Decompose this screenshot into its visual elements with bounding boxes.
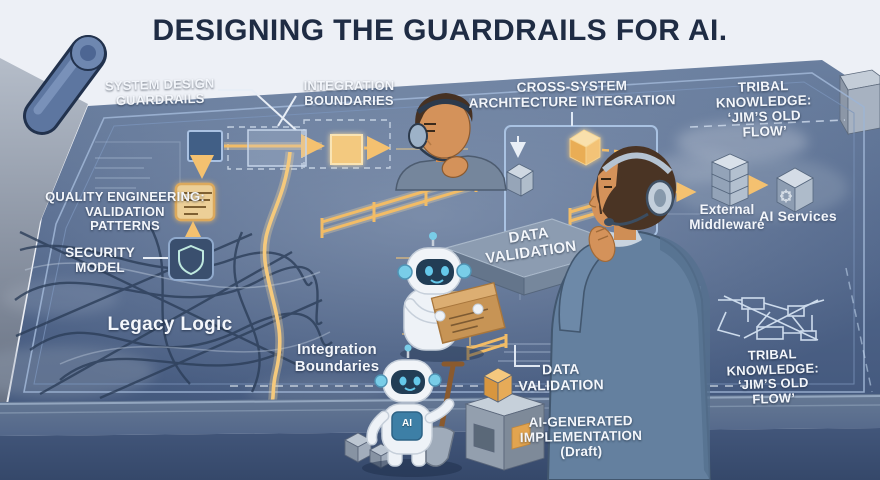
label-cross-system-architecture: CROSS-SYSTEM ARCHITECTURE INTEGRATION <box>468 78 676 111</box>
person-pondering-top <box>395 93 507 191</box>
robot-courier-faceplate <box>416 259 454 285</box>
robot-courier-antenna <box>429 232 437 240</box>
label-tribal-knowledge-bottom: TRIBAL KNOWLEDGE: ‘JIM’S OLD FLOW’ <box>726 346 820 407</box>
orange-panel <box>511 422 531 450</box>
label-quality-engineering: QUALITY ENGINEERING: VALIDATION PATTERNS <box>45 189 205 234</box>
middleware-stack-icon <box>711 153 749 207</box>
legacy-spaghetti-lines <box>14 157 333 400</box>
ai-services-cube-icon <box>776 167 814 213</box>
document-icon <box>174 182 216 222</box>
label-data-validation-bottom: DATA VALIDATION <box>518 360 604 394</box>
leader-integration-top <box>277 95 297 127</box>
flow-node-glowing-square <box>330 134 363 165</box>
label-ai-generated-implementation: AI-GENERATED IMPLEMENTATION (Draft) <box>519 413 643 460</box>
leader-data-validation-bottom <box>514 345 540 367</box>
headset-band-right <box>602 152 673 175</box>
label-tribal-knowledge-top: TRIBAL KNOWLEDGE: ‘JIM’S OLD FLOW’ <box>715 78 812 141</box>
leader-system-design <box>218 89 297 131</box>
gear-icon <box>780 189 792 203</box>
robot-chest-badge-label: AI <box>402 418 412 429</box>
cardboard-box <box>430 282 506 344</box>
tribal-flow-sketch <box>716 295 825 341</box>
robot-builder-faceplate <box>391 370 425 394</box>
structure-opening <box>473 423 495 453</box>
block-structure <box>344 367 546 471</box>
person-right-arm <box>558 243 608 333</box>
shield-icon <box>168 237 214 281</box>
headset-band-top <box>416 99 472 115</box>
headset-earcup-top <box>408 123 428 149</box>
shovel-icon <box>425 361 465 467</box>
label-legacy-logic: Legacy Logic <box>107 314 233 335</box>
label-ai-services: AI Services <box>759 208 837 224</box>
gray-cube <box>506 163 534 197</box>
headset-mic-right <box>604 218 614 226</box>
person-right-hand <box>588 225 616 263</box>
table-corner-block <box>839 69 880 136</box>
robot-chest-badge <box>391 411 423 441</box>
person-top-hand <box>441 156 469 178</box>
page-title: DESIGNING THE GUARDRAILS FOR AI. <box>152 14 728 47</box>
blueprint-roll <box>23 35 107 135</box>
integration-boundary-box-a <box>227 126 303 170</box>
label-security-model: SECURITY MODEL <box>65 245 135 276</box>
flow-node-ghost-square <box>247 129 307 167</box>
flow-node-square <box>187 130 223 162</box>
robot-courier <box>397 232 506 362</box>
robot-builder <box>362 344 465 477</box>
label-integration-boundaries-bottom: Integration Boundaries <box>294 341 380 375</box>
label-system-design-guardrails: SYSTEM DESIGN GUARDRAILS <box>104 75 215 108</box>
person-pondering-right <box>546 146 712 480</box>
label-external-middleware: External Middleware <box>689 202 765 233</box>
glowing-flow-curve <box>262 151 292 403</box>
label-integration-boundaries-top: INTEGRATION BOUNDARIES <box>303 78 395 108</box>
orange-cube <box>569 129 601 166</box>
